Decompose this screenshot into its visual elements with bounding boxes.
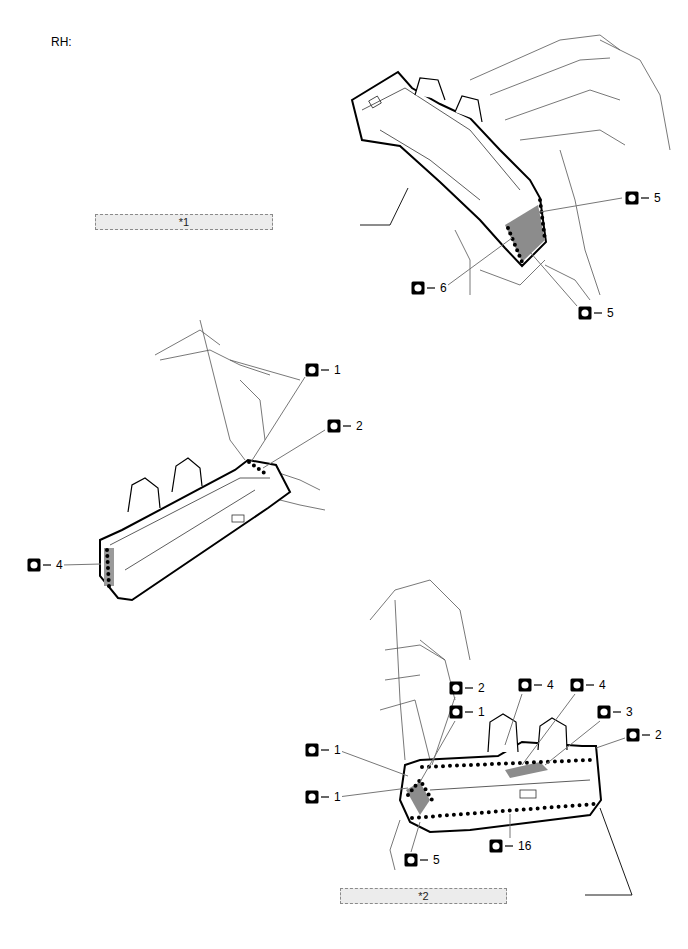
- weld-callout: 4: [518, 678, 555, 692]
- side-label: RH:: [50, 35, 73, 49]
- reference-box: *1: [95, 214, 273, 230]
- weld-callout: 1: [305, 363, 342, 377]
- spot-weld-symbol: [518, 678, 544, 692]
- spot-weld-symbol: [625, 191, 651, 205]
- weld-callout: 5: [404, 853, 441, 867]
- callout-number: 4: [55, 558, 64, 572]
- spot-weld-symbol: [570, 678, 596, 692]
- callout-number: 2: [477, 681, 486, 695]
- spot-weld-symbol: [305, 790, 331, 804]
- spot-weld-symbol: [489, 839, 515, 853]
- weld-callout: 4: [570, 678, 607, 692]
- spot-weld-symbol: [578, 306, 604, 320]
- front-side-member: [400, 714, 601, 832]
- weld-callout: 1: [449, 705, 486, 719]
- callout-number: 2: [355, 419, 364, 433]
- leader-line: [360, 188, 408, 225]
- reference-mark: *1: [179, 216, 189, 228]
- side-label: RH:: [50, 35, 73, 49]
- weld-callout: 16: [489, 839, 532, 853]
- spot-weld-symbol: [404, 853, 430, 867]
- callout-number: 1: [333, 363, 342, 377]
- spot-weld-symbol: [27, 558, 53, 572]
- callout-number: 16: [517, 839, 532, 853]
- callout-number: 3: [625, 705, 634, 719]
- callout-number: 4: [598, 678, 607, 692]
- spot-weld-symbol: [449, 681, 475, 695]
- spot-weld-symbol: [305, 363, 331, 377]
- front-side-member: [100, 458, 290, 600]
- spot-weld-symbol: [305, 743, 331, 757]
- weld-callout: 1: [305, 790, 342, 804]
- weld-callout: 3: [597, 705, 634, 719]
- callout-number: 4: [546, 678, 555, 692]
- callout-number: 1: [333, 743, 342, 757]
- callout-number: 1: [477, 705, 486, 719]
- weld-callout: 4: [27, 558, 64, 572]
- callout-number: 5: [606, 306, 615, 320]
- spot-weld-symbol: [449, 705, 475, 719]
- spot-weld-symbol: [327, 419, 353, 433]
- weld-callout: 2: [327, 419, 364, 433]
- weld-callout: 1: [305, 743, 342, 757]
- weld-callout: 2: [449, 681, 486, 695]
- callout-number: 5: [432, 853, 441, 867]
- callout-number: 2: [654, 728, 663, 742]
- weld-callout: 5: [578, 306, 615, 320]
- leader-line: [62, 198, 625, 852]
- spot-weld-symbol: [411, 281, 437, 295]
- weld-callout: 6: [411, 281, 448, 295]
- callout-number: 1: [333, 790, 342, 804]
- weld-callout: 2: [626, 728, 663, 742]
- callout-number: 5: [653, 191, 662, 205]
- leader-line: [585, 808, 632, 895]
- front-side-member: [352, 72, 546, 266]
- weld-callout: 5: [625, 191, 662, 205]
- reference-mark: *2: [418, 890, 428, 902]
- spot-weld-symbol: [626, 728, 652, 742]
- reference-box: *2: [340, 888, 507, 904]
- spot-weld-symbol: [597, 705, 623, 719]
- callout-number: 6: [439, 281, 448, 295]
